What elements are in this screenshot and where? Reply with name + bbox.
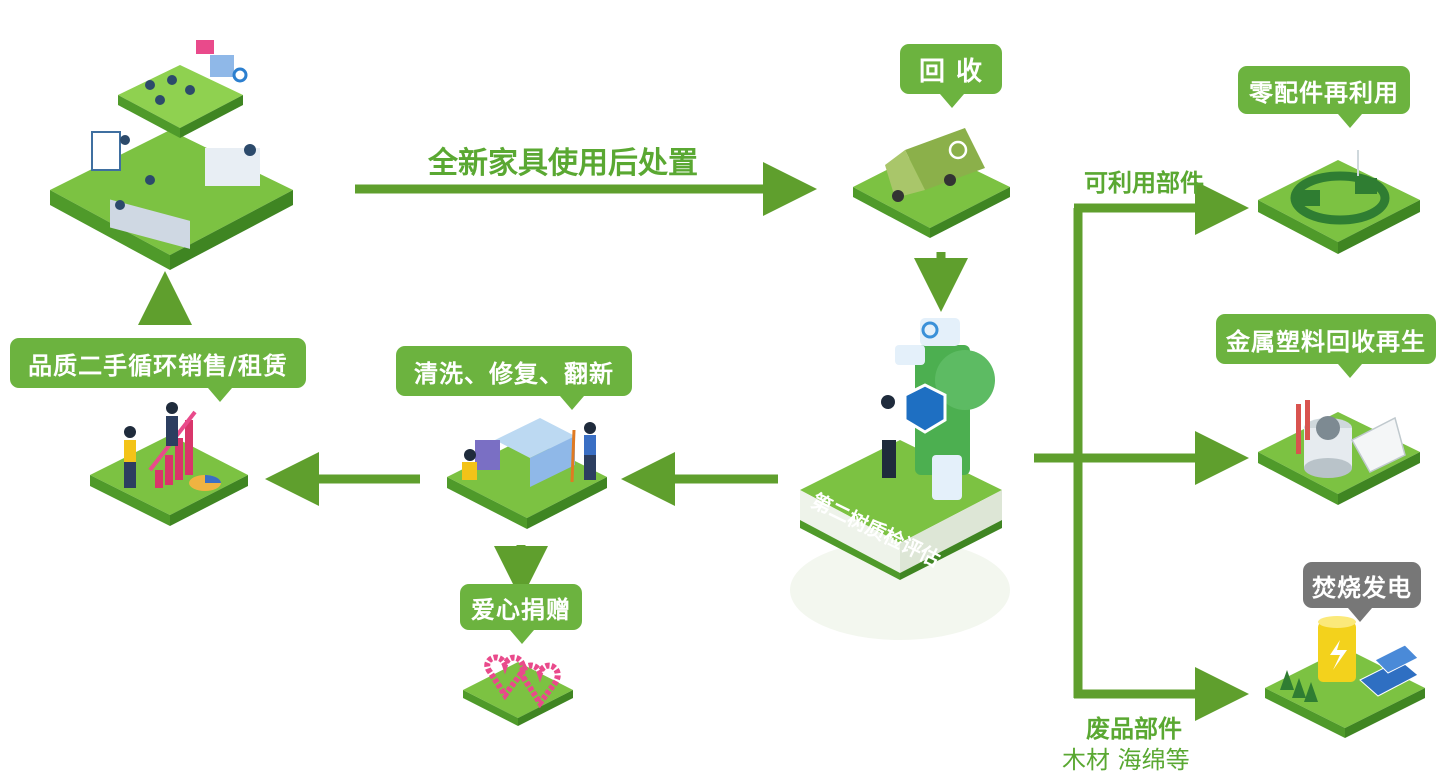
incineration-tail [1348,608,1372,622]
waste-parts-label: 废品部件 [1086,715,1182,743]
usable-parts-label: 可利用部件 [1084,169,1204,197]
waste-examples-label: 木材 海绵等 [1062,746,1190,774]
parts-reuse-tail [1338,114,1362,128]
parts-reuse-callout: 零配件再利用 [1238,66,1410,114]
sale-rental-callout: 品质二手循环销售/租赁 [10,338,306,388]
recycle-truck-icon [853,128,1010,238]
battery-solar-icon [1265,616,1425,738]
sales-chart-icon [90,402,248,526]
recycle-plant-icon [1258,400,1420,505]
sale-rental-tail [208,388,232,402]
repair-scene-icon [447,418,607,529]
inspection-person-icon [790,318,1010,640]
incineration-callout: 焚烧发电 [1303,562,1421,608]
arrows [138,162,1249,721]
metal-plastic-tail [1338,364,1362,378]
clean-repair-tail [560,396,584,410]
heart-blocks-icon [463,654,573,726]
gears-reuse-icon [1258,150,1420,254]
donation-callout: 爱心捐赠 [460,584,582,630]
recycle-callout-tail [940,94,964,108]
clean-repair-callout: 清洗、修复、翻新 [396,346,632,396]
donation-tail [510,630,534,644]
disposal-label: 全新家具使用后处置 [428,146,698,181]
recycle-callout: 回 收 [900,44,1002,94]
metal-plastic-callout: 金属塑料回收再生 [1216,314,1436,364]
office-scene-icon [50,40,293,270]
